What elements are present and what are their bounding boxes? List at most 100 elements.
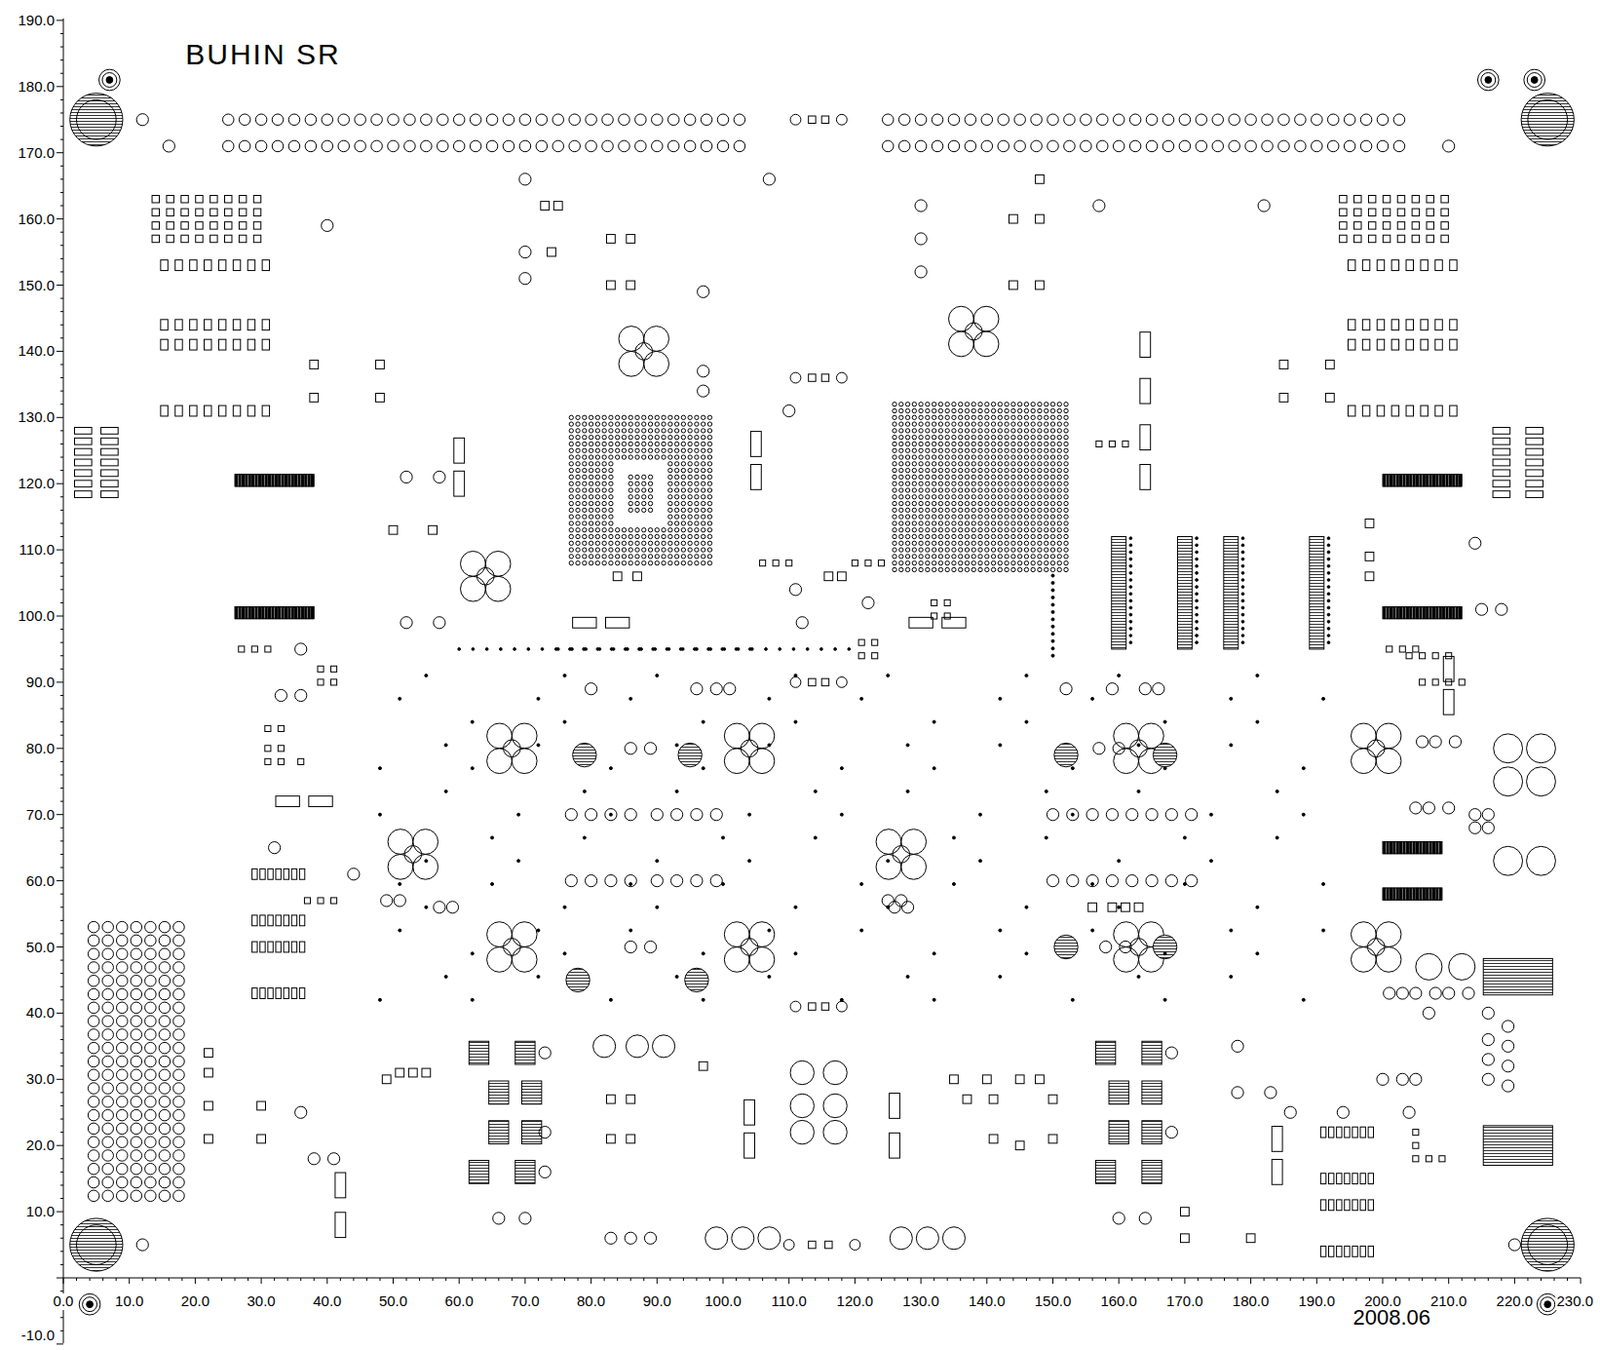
smd-pad — [262, 339, 269, 350]
bga-ball — [575, 467, 580, 472]
via-hole — [1482, 1072, 1494, 1085]
axis-tick — [60, 535, 64, 537]
bga-ball — [681, 467, 686, 472]
axis-tick — [497, 1277, 499, 1281]
smd-pad — [825, 1240, 833, 1248]
bga-ball — [899, 415, 904, 420]
bga-ball — [615, 540, 620, 545]
clover-hole — [413, 853, 439, 879]
bga-ball — [602, 461, 607, 466]
axis-tick — [1078, 1277, 1080, 1281]
bga-ball — [569, 467, 573, 472]
bga-ball — [958, 481, 963, 486]
bga-ball — [938, 507, 943, 512]
bga-ball — [1050, 481, 1055, 486]
header-pin — [881, 114, 894, 126]
bga-ball — [642, 528, 647, 533]
bga-ball — [575, 521, 580, 526]
bga-ball — [892, 467, 897, 472]
bga-ball — [958, 415, 963, 420]
bga-ball — [964, 428, 969, 433]
bga-ball — [952, 567, 956, 572]
plated-hole — [685, 967, 709, 991]
bga-ball — [964, 547, 969, 552]
bga-ball — [615, 415, 620, 420]
bga-ball — [687, 514, 692, 519]
axis-tick — [56, 85, 64, 87]
via-hole — [836, 676, 847, 687]
bga-ball — [647, 488, 652, 493]
bga-ball — [654, 421, 659, 426]
axis-tick — [60, 337, 64, 339]
axis-tick — [60, 1183, 64, 1185]
bga-ball — [964, 540, 969, 545]
bga-ball — [918, 435, 923, 440]
header-pin — [881, 140, 894, 153]
bga-ball — [1024, 441, 1029, 446]
smd-pad — [1376, 260, 1384, 271]
ic-pin — [1436, 606, 1439, 618]
axis-tick — [60, 469, 64, 471]
bga-ball — [615, 554, 620, 559]
bga-ball — [958, 507, 963, 512]
bga-ball — [609, 461, 613, 466]
via-hole — [690, 683, 703, 695]
header-pin — [486, 140, 498, 153]
bga-ball — [931, 441, 936, 446]
bga-ball — [609, 540, 613, 545]
bga-ball — [899, 428, 904, 433]
header-pin — [519, 140, 532, 153]
bga-ball — [668, 554, 673, 559]
header-pin — [371, 140, 383, 153]
via-hole — [624, 808, 637, 821]
bga-ball — [892, 554, 897, 559]
bga-ball — [588, 540, 593, 545]
bga-ball — [1064, 428, 1068, 433]
bga-ball — [635, 507, 640, 512]
bga-ball — [647, 554, 652, 559]
bga-ball — [964, 474, 969, 479]
bga-ball — [1064, 408, 1068, 413]
header-pin — [1112, 140, 1125, 153]
bga-ball — [892, 461, 897, 466]
bga-ball — [1017, 561, 1022, 566]
via-hole — [1409, 801, 1422, 814]
ic-pin — [298, 606, 301, 618]
bga-ball — [964, 441, 969, 446]
via-hole — [1066, 808, 1079, 821]
plated-hole — [1152, 934, 1177, 958]
mounting-hole — [76, 99, 117, 140]
bga-ball — [615, 561, 620, 566]
bga-ball — [945, 500, 950, 505]
bga-ball — [1057, 455, 1062, 459]
bga-ball — [899, 441, 904, 446]
bga-ball — [569, 521, 573, 526]
header-pin — [535, 140, 548, 153]
ic-pin — [288, 474, 291, 487]
bga-ball — [1064, 554, 1068, 559]
clover-hole — [1350, 947, 1376, 973]
bga-ball — [892, 567, 897, 572]
bga-ball — [1017, 448, 1022, 453]
header-pin — [404, 114, 417, 126]
bga-ball — [918, 500, 923, 505]
bga-ball — [964, 435, 969, 440]
smd-pad — [225, 208, 232, 216]
bga-ball — [628, 441, 633, 446]
header-pin — [1393, 140, 1406, 153]
bga-ball — [661, 441, 666, 446]
bga-ball — [931, 488, 936, 493]
bga-ball — [687, 441, 692, 446]
axis-tick — [60, 721, 64, 723]
bga-ball — [1064, 521, 1068, 526]
ic-pin — [1459, 606, 1462, 618]
bga-ball — [694, 428, 699, 433]
x-axis — [63, 1277, 1581, 1279]
bga-ball — [1011, 521, 1016, 526]
bga-ball — [971, 488, 976, 493]
axis-tick — [56, 681, 64, 683]
bga-ball — [654, 435, 659, 440]
clover-hole — [1375, 748, 1402, 774]
clover-hole — [1375, 947, 1402, 973]
bga-ball — [985, 514, 990, 519]
